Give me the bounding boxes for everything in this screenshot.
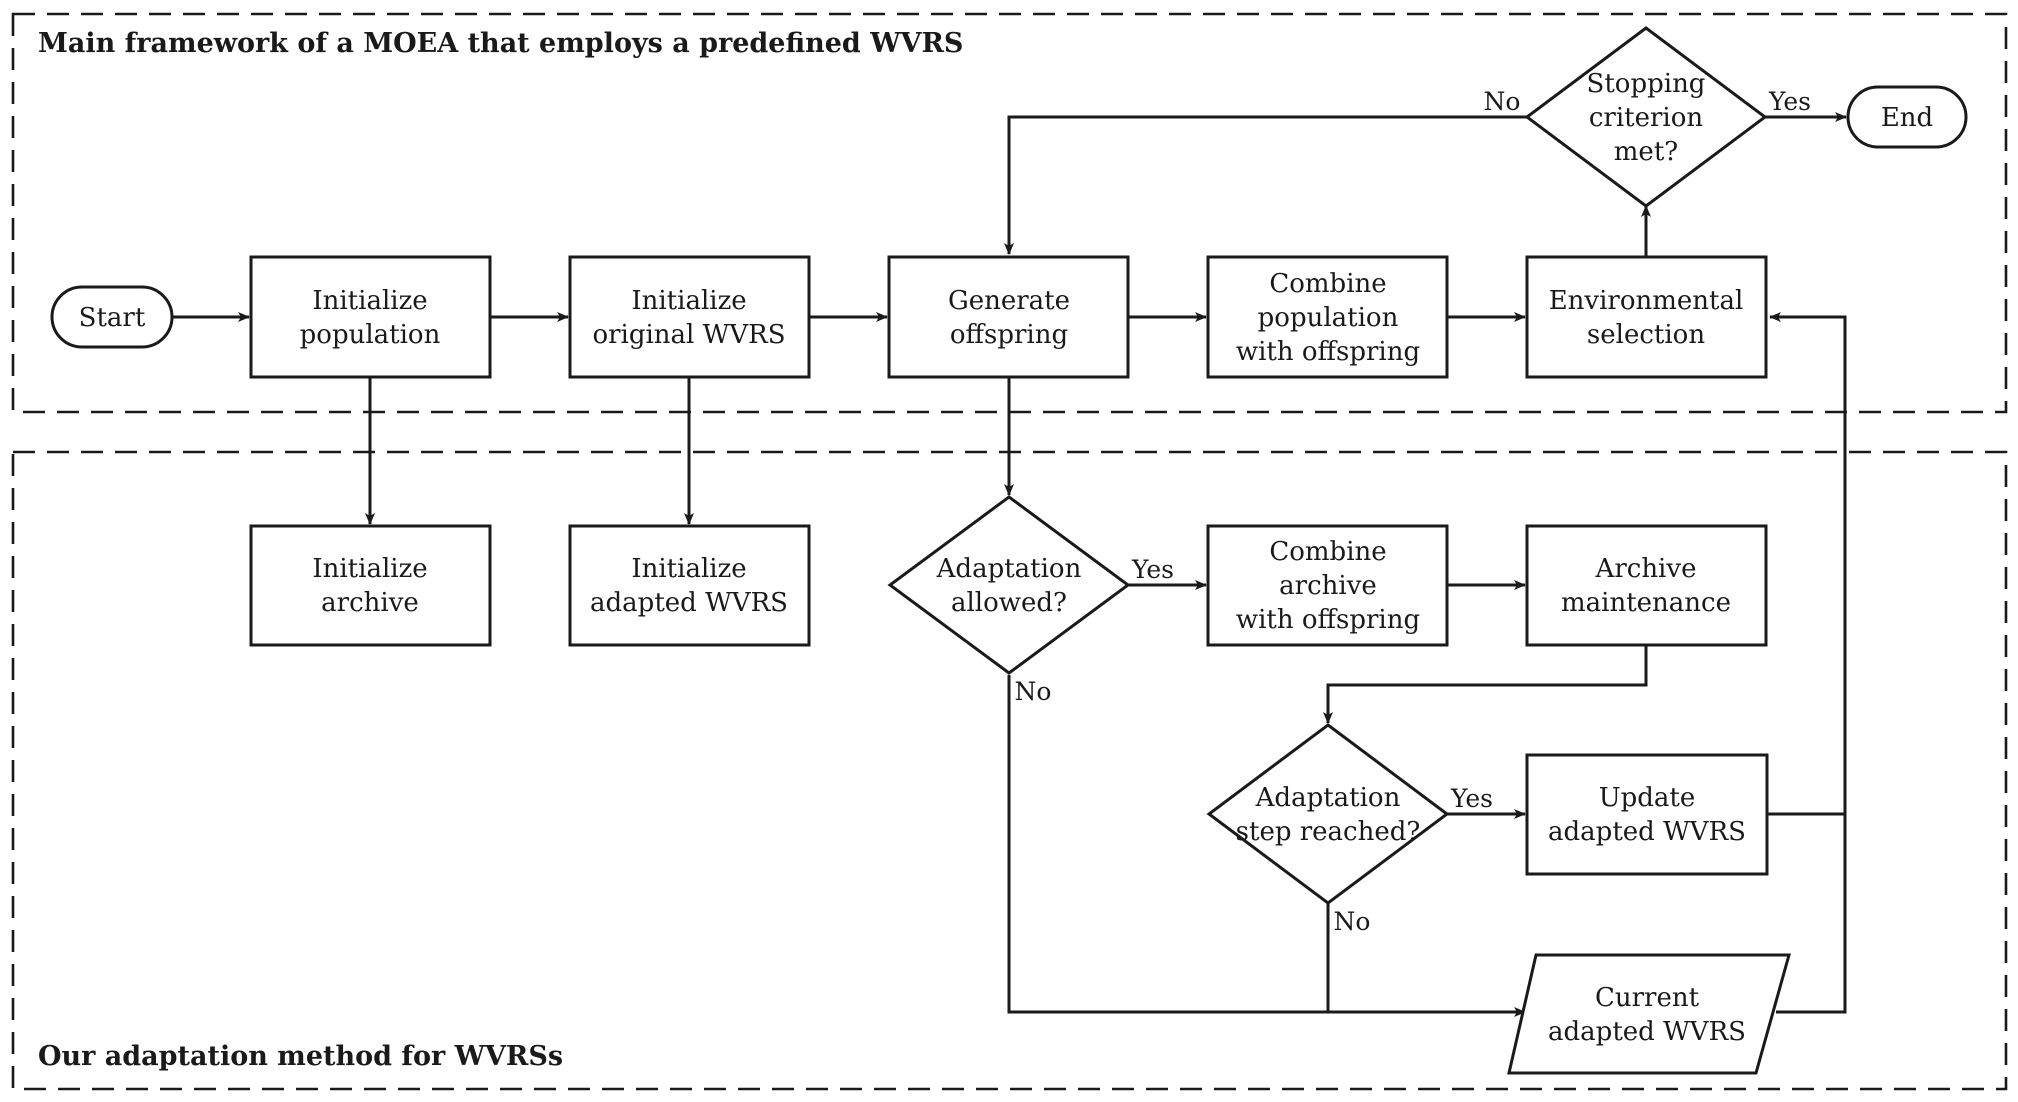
- node-init-population-text: Initialize population: [300, 286, 441, 350]
- node-label-line: Start: [79, 303, 146, 333]
- node-label-line: original WVRS: [592, 320, 785, 350]
- node-label-line: Initialize: [631, 554, 746, 584]
- node-label-line: with offspring: [1236, 337, 1420, 367]
- node-init-adapted-wvrs-text: Initialize adapted WVRS: [590, 554, 788, 618]
- node-combine-population: Combine population with offspring: [1206, 255, 1449, 379]
- label-allowed-yes: Yes: [1131, 555, 1174, 584]
- node-label-line: Initialize: [312, 286, 427, 316]
- node-update-adapted-wvrs: Update adapted WVRS: [1525, 753, 1769, 876]
- node-start-text: Start: [79, 303, 146, 333]
- adaptation-method-title: Our adaptation method for WVRSs: [38, 1041, 563, 1072]
- node-init-original-wvrs-text: Initialize original WVRS: [592, 286, 785, 350]
- node-label-line: met?: [1614, 137, 1678, 167]
- node-end: End: [1846, 85, 1968, 149]
- node-current-adapted-wvrs-text: Current adapted WVRS: [1548, 983, 1746, 1047]
- node-update-adapted-wvrs-text: Update adapted WVRS: [1548, 783, 1746, 847]
- node-combine-archive-text: Combine archive with offspring: [1236, 537, 1420, 635]
- node-label-line: Update: [1599, 783, 1696, 813]
- node-label-line: step reached?: [1236, 817, 1421, 847]
- node-adaptation-allowed-text: Adaptation allowed?: [936, 554, 1082, 618]
- node-label-line: Current: [1595, 983, 1700, 1013]
- label-stop-no: No: [1484, 87, 1521, 116]
- node-label-line: with offspring: [1236, 605, 1420, 635]
- node-init-archive: Initialize archive: [249, 524, 492, 647]
- node-label-line: selection: [1587, 320, 1705, 350]
- node-label-line: Generate: [948, 286, 1070, 316]
- label-allowed-no: No: [1015, 677, 1052, 706]
- node-label-line: archive: [1279, 571, 1377, 601]
- node-label-line: Initialize: [312, 554, 427, 584]
- node-generate-offspring-text: Generate offspring: [948, 286, 1070, 350]
- label-step-no: No: [1334, 907, 1371, 936]
- node-label-line: allowed?: [951, 588, 1067, 618]
- node-generate-offspring: Generate offspring: [887, 255, 1130, 379]
- edge-current-wvrs-to-selection: [1776, 814, 1847, 1014]
- node-label-line: population: [300, 320, 441, 350]
- node-init-adapted-wvrs: Initialize adapted WVRS: [568, 524, 811, 647]
- node-stopping-criterion: Stopping criterion met?: [1524, 26, 1768, 208]
- node-init-original-wvrs: Initialize original WVRS: [568, 255, 811, 379]
- edge-update-to-selection: [1767, 312, 1847, 816]
- node-label-line: End: [1881, 103, 1933, 133]
- node-label-line: adapted WVRS: [1548, 817, 1746, 847]
- node-end-text: End: [1881, 103, 1933, 133]
- node-label-line: Combine: [1269, 537, 1386, 567]
- node-label-line: Stopping: [1587, 69, 1706, 99]
- node-environmental-selection-text: Environmental selection: [1549, 286, 1744, 350]
- node-label-line: Initialize: [631, 286, 746, 316]
- label-step-yes: Yes: [1450, 784, 1493, 813]
- node-stopping-criterion-text: Stopping criterion met?: [1587, 69, 1706, 167]
- node-adaptation-allowed: Adaptation allowed?: [887, 495, 1131, 675]
- edges: [172, 112, 1847, 1017]
- node-label-line: Adaptation: [1255, 783, 1401, 813]
- node-adaptation-step-text: Adaptation step reached?: [1236, 783, 1421, 847]
- node-adaptation-step: Adaptation step reached?: [1206, 723, 1450, 905]
- node-label-line: population: [1258, 303, 1399, 333]
- edge-stopping-no-to-generate: [1004, 115, 1527, 255]
- node-environmental-selection: Environmental selection: [1525, 255, 1768, 379]
- node-archive-maintenance-text: Archive maintenance: [1561, 554, 1731, 618]
- node-label-line: Environmental: [1549, 286, 1744, 316]
- label-stop-yes: Yes: [1768, 87, 1811, 116]
- node-label-line: maintenance: [1561, 588, 1731, 618]
- node-archive-maintenance: Archive maintenance: [1525, 524, 1768, 647]
- edge-maintenance-to-adaptation-step: [1323, 645, 1648, 724]
- node-start: Start: [50, 285, 174, 349]
- node-label-line: Combine: [1269, 269, 1386, 299]
- node-label-line: adapted WVRS: [590, 588, 788, 618]
- main-framework-title: Main framework of a MOEA that employs a …: [38, 28, 963, 59]
- node-label-line: Adaptation: [936, 554, 1082, 584]
- node-label-line: adapted WVRS: [1548, 1017, 1746, 1047]
- edge-allowed-no-to-current-wvrs: [1007, 675, 1526, 1017]
- node-current-adapted-wvrs: Current adapted WVRS: [1507, 953, 1791, 1075]
- node-label-line: archive: [321, 588, 419, 618]
- node-combine-population-text: Combine population with offspring: [1236, 269, 1420, 367]
- node-label-line: offspring: [950, 320, 1068, 350]
- node-init-population: Initialize population: [249, 255, 492, 379]
- node-init-archive-text: Initialize archive: [312, 554, 427, 618]
- node-combine-archive: Combine archive with offspring: [1206, 524, 1449, 647]
- node-label-line: criterion: [1589, 103, 1704, 133]
- node-label-line: Archive: [1595, 554, 1697, 584]
